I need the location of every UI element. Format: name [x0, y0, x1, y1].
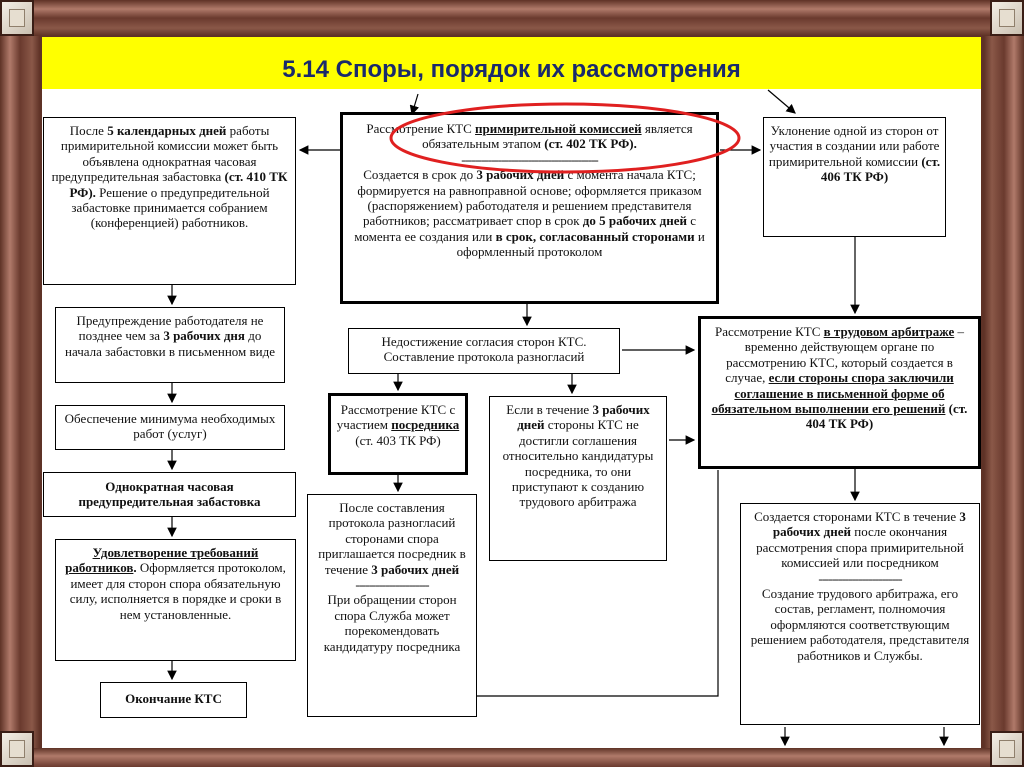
arbitration-creation-box: Создается сторонами КТС в течение 3 рабо…: [740, 503, 980, 725]
frame-top-border: [0, 0, 1024, 36]
ktc-main-separator: ----------------------------------------…: [461, 151, 599, 167]
arbitration-created-text: Создается сторонами КТС в течение 3 рабо…: [754, 509, 966, 570]
minimum-services-box: Обеспечение минимума необходимых работ (…: [55, 405, 285, 450]
service-recommend-text: При обращении сторон спора Служба может …: [324, 592, 461, 653]
text-run: После составления протокола разногласий …: [318, 500, 466, 577]
text-run: После: [69, 123, 108, 138]
text-run: Предупреждение работодателя не позднее ч…: [76, 313, 264, 344]
bold-text-run: в срок, согласованный сторонами: [495, 228, 695, 244]
bold-underlined-text-run: если стороны спора заключили соглашение …: [711, 370, 954, 417]
text-run: работы примирительной комиссии может быт…: [51, 123, 279, 185]
text-run: с момента ее создания или: [354, 213, 696, 244]
ktc-main-intro: Рассмотрение КТС примирительной комиссие…: [366, 121, 692, 151]
bold-text-run: Однократная часовая предупредительная за…: [78, 479, 261, 510]
corner-ornament-top-left: [0, 0, 34, 36]
text-run: (ст. 403 ТК РФ): [355, 432, 441, 448]
text-run: Рассмотрение КТС: [366, 121, 476, 136]
bold-underlined-text-run: Удовлетворение требований работников: [65, 545, 259, 576]
one-hour-strike-box: Однократная часовая предупредительная за…: [43, 472, 296, 517]
text-run: Оформляется протоколом, имеет для сторон…: [69, 560, 286, 622]
text-run: Создание трудового арбитража, его состав…: [750, 586, 970, 663]
text-run: с момента начала КТС; формируется на рав…: [357, 167, 702, 229]
bold-text-run: .: [133, 560, 137, 576]
bold-text-run: (ст. 402 ТК РФ).: [544, 136, 637, 152]
bold-text-run: (ст. 410 ТК РФ).: [69, 169, 288, 200]
page-title: 5.14 Споры, порядок их рассмотрения: [282, 56, 741, 83]
labor-arbitration-box: Рассмотрение КТС в трудовом арбитраже – …: [698, 316, 981, 469]
warning-strike-notice-box: После 5 календарных дней работы примирит…: [43, 117, 296, 285]
disagreement-box: Недостижение согласия сторон КТС. Состав…: [348, 328, 620, 374]
title-banner: 5.14 Споры, порядок их рассмотрения: [42, 37, 981, 89]
ktc-main-details: Создается в срок до 3 рабочих дней с мом…: [354, 167, 705, 259]
employer-warning-box: Предупреждение работодателя не позднее ч…: [55, 307, 285, 383]
corner-ornament-bottom-right: [990, 731, 1024, 767]
bold-text-run: 3 рабочих дней: [476, 167, 565, 183]
underlined-text-run: примирительной комиссией: [475, 121, 642, 136]
text-run: – временно действующем органе по рассмот…: [725, 324, 965, 386]
bold-text-run: 5 календарных дней: [107, 123, 227, 138]
text-run: При обращении сторон спора Служба может …: [323, 592, 461, 654]
evasion-box: Уклонение одной из сторон от участия в с…: [763, 117, 946, 237]
arbitration-composition-text: Создание трудового арбитража, его состав…: [751, 586, 970, 663]
satisfaction-box: Удовлетворение требований работников. Оф…: [55, 539, 296, 661]
text-run: Обеспечение минимума необходимых работ (…: [64, 411, 276, 442]
bold-text-run: (ст. 406 ТК РФ): [820, 153, 941, 185]
arbitration-separator: -------------------------: [818, 570, 902, 586]
after-protocol-text: После составления протокола разногласий …: [318, 500, 466, 577]
text-run: Создается сторонами КТС в течение: [754, 509, 960, 524]
bold-text-run: Окончание КТС: [125, 691, 222, 706]
bold-text-run: (ст. 404 ТК РФ): [805, 401, 968, 432]
text-run: Создается в срок до: [363, 167, 477, 183]
ktc-main-box: Рассмотрение КТС примирительной комиссие…: [340, 112, 719, 304]
bold-underlined-text-run: в трудовом арбитраже: [823, 324, 955, 339]
text-run: Рассмотрение КТС с участием: [336, 402, 456, 433]
bold-text-run: 3 рабочих дней: [517, 402, 650, 433]
bold-text-run: 3 рабочих дней: [371, 561, 460, 577]
bold-text-run: 3 рабочих дня: [163, 328, 245, 344]
text-run: Недостижение согласия сторон КТС. Состав…: [381, 334, 587, 365]
mediator-box: Рассмотрение КТС с участием посредника (…: [328, 393, 468, 475]
text-run: Рассмотрение КТС: [714, 324, 824, 339]
text-run: Уклонение одной из сторон от участия в с…: [768, 123, 940, 169]
bold-text-run: 3 рабочих дней: [772, 509, 966, 540]
bold-text-run: до 5 рабочих дней: [582, 213, 687, 229]
text-run: Решение о предупредительной забастовке п…: [71, 184, 270, 231]
corner-ornament-bottom-left: [0, 731, 34, 767]
after-protocol-separator: ----------------------: [355, 577, 429, 593]
after-protocol-box: После составления протокола разногласий …: [307, 494, 477, 717]
text-run: после окончания рассмотрения спора прими…: [756, 524, 964, 571]
no-agreement-box: Если в течение 3 рабочих дней стороны КТ…: [489, 396, 667, 561]
frame-bottom-border: [0, 748, 1024, 767]
ktc-end-box: Окончание КТС: [100, 682, 247, 718]
corner-ornament-top-right: [990, 0, 1024, 36]
text-run: Если в течение: [506, 402, 593, 417]
text-run: и оформленный протоколом: [456, 228, 705, 260]
text-run: до начала забастовки в письменном виде: [65, 328, 275, 359]
bold-underlined-text-run: посредника: [391, 417, 460, 433]
